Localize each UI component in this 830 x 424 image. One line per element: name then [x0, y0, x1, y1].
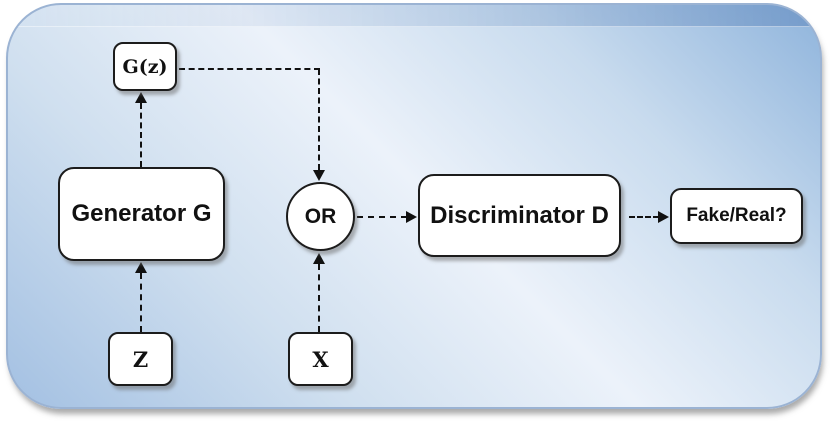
node-gz-label: G(z)	[122, 55, 168, 78]
arrowhead-right-output	[658, 211, 669, 223]
node-gz: G(z)	[113, 42, 177, 91]
node-fake-real-label: Fake/Real?	[686, 205, 787, 226]
node-or-label: OR	[304, 204, 337, 228]
arrowhead-down-or	[313, 170, 325, 181]
node-x-label: X	[312, 346, 329, 372]
node-z: Z	[108, 332, 173, 386]
edge-z-to-generator	[140, 273, 142, 332]
node-fake-real: Fake/Real?	[670, 188, 803, 244]
edge-gz-to-or-horizontal	[179, 68, 320, 70]
arrowhead-right-discriminator	[406, 211, 417, 223]
node-generator-g: Generator G	[58, 167, 225, 261]
edge-gz-to-or-vertical	[318, 69, 320, 170]
edge-x-to-or	[318, 264, 320, 332]
arrowhead-up-generator	[135, 262, 147, 273]
panel-gloss-highlight	[8, 5, 820, 27]
arrowhead-up-or	[313, 253, 325, 264]
node-x: X	[288, 332, 353, 386]
node-z-label: Z	[132, 346, 149, 372]
arrowhead-up-gz	[135, 92, 147, 103]
node-generator-g-label: Generator G	[71, 200, 212, 227]
edge-generator-to-gz	[140, 103, 142, 167]
node-discriminator-d-label: Discriminator D	[430, 201, 609, 229]
node-or: OR	[286, 182, 355, 251]
node-discriminator-d: Discriminator D	[418, 174, 621, 257]
edge-or-to-discriminator	[357, 216, 407, 218]
edge-discriminator-to-output	[629, 216, 659, 218]
